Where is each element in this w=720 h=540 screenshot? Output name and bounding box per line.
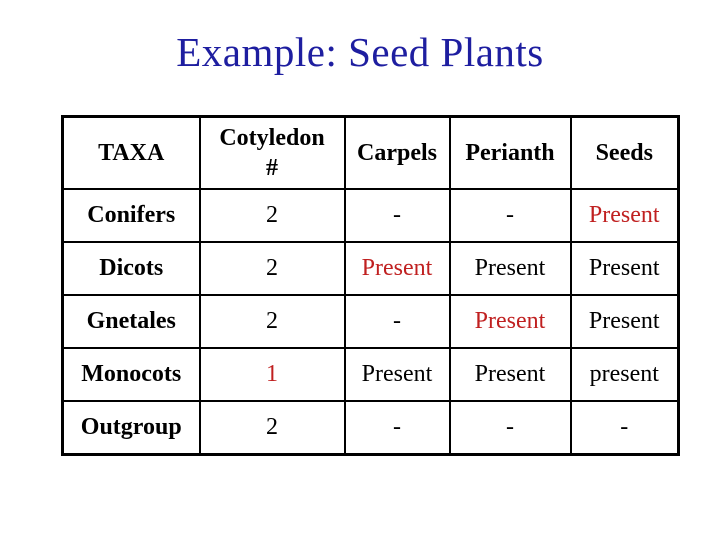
table-cell-seeds: Present: [569, 240, 680, 296]
table-cell-carpels: -: [343, 293, 451, 349]
table-cell-carpels: Present: [343, 346, 451, 402]
table-cell-carpels: Present: [343, 240, 451, 296]
column-header-perianth: Perianth: [448, 115, 572, 190]
table-cell-perianth: Present: [448, 346, 572, 402]
column-header-seeds: Seeds: [569, 115, 680, 190]
table-row-outgroup: Outgroup 2 - - -: [61, 399, 680, 456]
table-cell-cotyledon: 2: [198, 293, 346, 349]
table-cell-cotyledon: 1: [198, 346, 346, 402]
table-cell-perianth: -: [448, 399, 572, 456]
table-row-monocots: Monocots 1 Present Present present: [61, 346, 680, 402]
table-cell-taxa: Dicots: [61, 240, 201, 296]
table-cell-perianth: Present: [448, 240, 572, 296]
table-cell-taxa: Monocots: [61, 346, 201, 402]
table-cell-carpels: -: [343, 399, 451, 456]
table-cell-cotyledon: 2: [198, 240, 346, 296]
table-cell-seeds: -: [569, 399, 680, 456]
table-cell-seeds: present: [569, 346, 680, 402]
table-cell-taxa: Outgroup: [61, 399, 201, 456]
table-cell-seeds: Present: [569, 187, 680, 243]
column-header-carpels: Carpels: [343, 115, 451, 190]
column-header-cotyledon: Cotyledon #: [198, 115, 346, 190]
slide-title: Example: Seed Plants: [176, 29, 544, 75]
table-cell-seeds: Present: [569, 293, 680, 349]
table-row-dicots: Dicots 2 Present Present Present: [61, 240, 680, 296]
table-cell-cotyledon: 2: [198, 399, 346, 456]
seed-plants-table: TAXA Cotyledon # Carpels Perianth Seeds …: [61, 115, 680, 456]
table-cell-taxa: Conifers: [61, 187, 201, 243]
column-header-taxa: TAXA: [61, 115, 201, 190]
table-cell-perianth: Present: [448, 293, 572, 349]
table-cell-perianth: -: [448, 187, 572, 243]
table-row-gnetales: Gnetales 2 - Present Present: [61, 293, 680, 349]
table-header-row: TAXA Cotyledon # Carpels Perianth Seeds: [61, 115, 680, 190]
table-cell-carpels: -: [343, 187, 451, 243]
table-row-conifers: Conifers 2 - - Present: [61, 187, 680, 243]
table-cell-taxa: Gnetales: [61, 293, 201, 349]
table-cell-cotyledon: 2: [198, 187, 346, 243]
